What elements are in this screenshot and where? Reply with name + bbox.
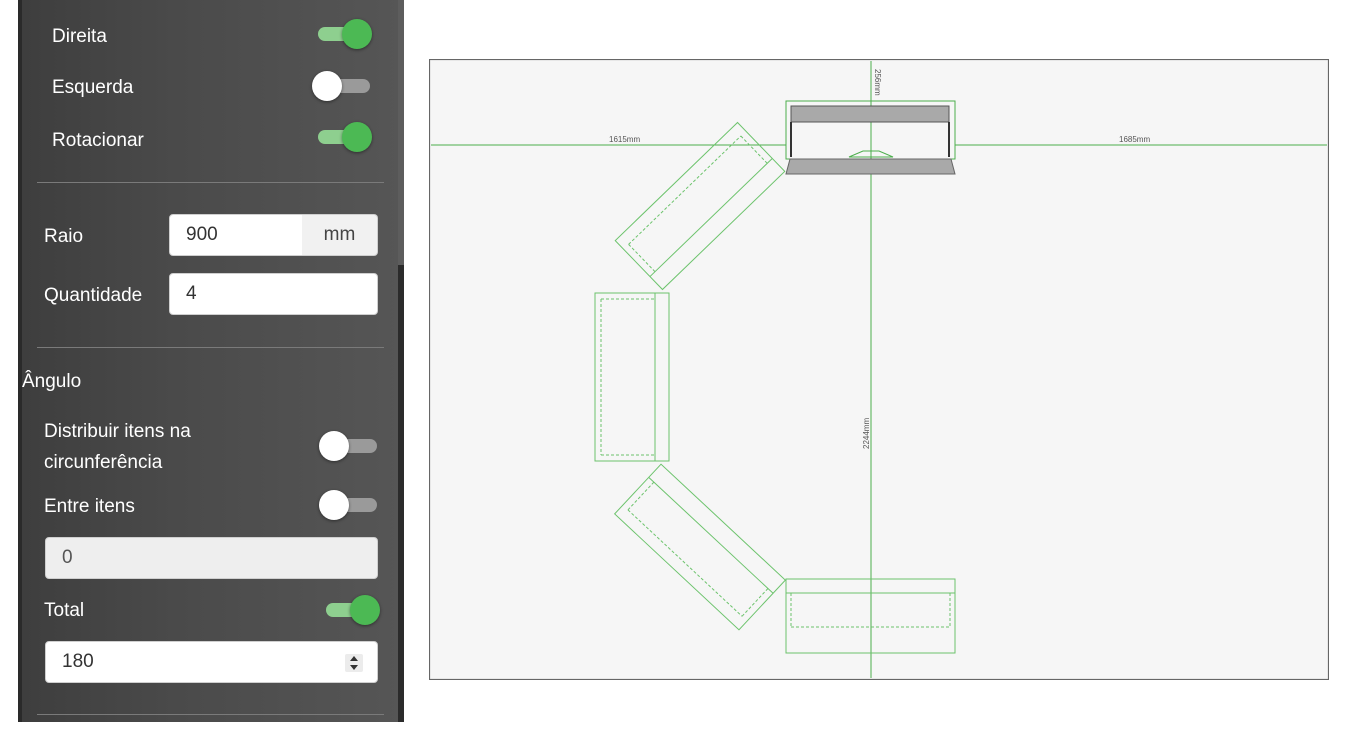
toggle-knob bbox=[350, 595, 380, 625]
rotacionar-toggle[interactable] bbox=[316, 122, 374, 152]
quantidade-input[interactable]: 4 bbox=[169, 273, 378, 315]
floor-plan-svg: 1615mm 1685mm 256mm 2244mm bbox=[429, 59, 1329, 680]
distribuir-label-line2: circunferência bbox=[44, 452, 163, 473]
furniture-item[interactable] bbox=[785, 578, 956, 654]
angulo-heading: Ângulo bbox=[22, 371, 82, 392]
raio-unit: mm bbox=[302, 214, 378, 256]
toggle-knob bbox=[342, 19, 372, 49]
settings-panel: Direita Esquerda Rotacionar Raio 900 mm … bbox=[18, 0, 404, 722]
total-input[interactable]: 180 bbox=[45, 641, 378, 683]
esquerda-toggle[interactable] bbox=[312, 71, 370, 101]
furniture-item[interactable] bbox=[594, 292, 670, 462]
entre-itens-label: Entre itens bbox=[44, 496, 135, 517]
toggle-label-rotacionar: Rotacionar bbox=[52, 130, 144, 151]
furniture-item-selected[interactable] bbox=[785, 100, 956, 175]
entre-itens-input[interactable]: 0 bbox=[45, 537, 378, 579]
total-value: 180 bbox=[62, 651, 94, 672]
toggle-knob bbox=[319, 431, 349, 461]
toggle-knob bbox=[319, 490, 349, 520]
dimension-left-label: 1615mm bbox=[609, 135, 640, 144]
entre-itens-toggle[interactable] bbox=[319, 490, 377, 520]
furniture-item[interactable] bbox=[614, 121, 786, 291]
dimension-top-label: 256mm bbox=[873, 69, 882, 96]
quantidade-label: Quantidade bbox=[44, 285, 143, 306]
distribuir-toggle[interactable] bbox=[319, 431, 377, 461]
raio-input[interactable]: 900 bbox=[169, 214, 303, 256]
toggle-knob bbox=[342, 122, 372, 152]
divider bbox=[37, 714, 384, 715]
total-label: Total bbox=[44, 600, 85, 621]
divider bbox=[37, 347, 384, 348]
distribuir-label: Distribuir itens na bbox=[44, 421, 191, 442]
raio-label: Raio bbox=[44, 226, 84, 247]
direita-toggle[interactable] bbox=[316, 19, 374, 49]
canvas-border bbox=[429, 59, 1329, 680]
dimension-right-label: 1685mm bbox=[1119, 135, 1150, 144]
furniture-item[interactable] bbox=[613, 463, 787, 631]
layout-canvas[interactable]: 1615mm 1685mm 256mm 2244mm bbox=[429, 59, 1329, 680]
spinner-arrows-icon[interactable] bbox=[345, 654, 363, 672]
toggle-knob bbox=[312, 71, 342, 101]
toggle-label-esquerda: Esquerda bbox=[52, 77, 134, 98]
total-toggle[interactable] bbox=[324, 595, 382, 625]
scrollbar-thumb[interactable] bbox=[398, 265, 404, 722]
divider bbox=[37, 182, 384, 183]
toggle-label-direita: Direita bbox=[52, 26, 107, 47]
dimension-vertical-label: 2244mm bbox=[862, 418, 871, 449]
